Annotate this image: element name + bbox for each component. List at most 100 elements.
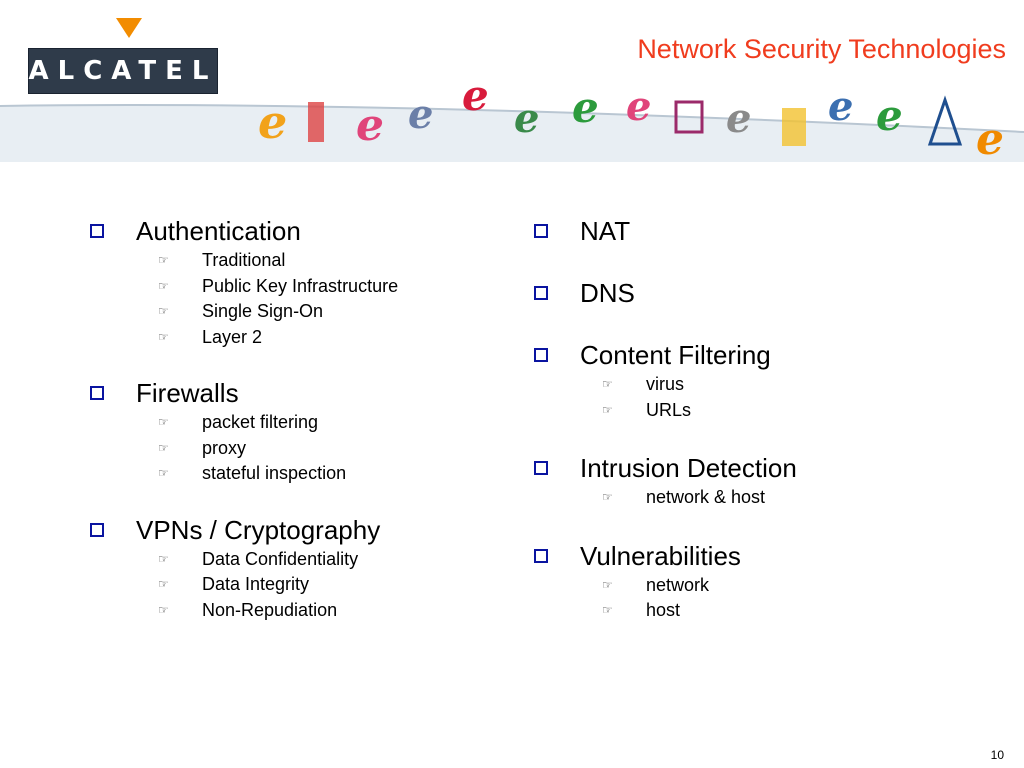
- sub-item-label: network: [646, 574, 710, 595]
- alcatel-logo: ALCATEL: [28, 18, 218, 94]
- left-column: Authentication ☞ Traditional ☞ Public Key …: [88, 214, 488, 649]
- sub-item-label: packet filtering: [202, 412, 319, 432]
- svg-text:e: e: [356, 100, 384, 151]
- pointing-hand-icon: ☞: [602, 603, 613, 617]
- e-character-banner: e e e e e e e e e e e: [0, 71, 1024, 162]
- pointing-hand-icon: ☞: [602, 402, 613, 417]
- list-item: ☞ host: [602, 598, 1012, 624]
- bullet-group: NAT: [532, 214, 1012, 248]
- list-item: ☞ proxy: [158, 436, 488, 462]
- page-title: Network Security Technologies: [637, 34, 1006, 64]
- pointing-hand-icon: ☞: [602, 377, 613, 391]
- sub-item-label: Layer 2: [202, 326, 263, 347]
- pointing-hand-icon: ☞: [158, 415, 169, 429]
- checkbox-bullet-icon: [534, 348, 548, 362]
- svg-text:e: e: [258, 95, 287, 149]
- bullet-group: VPNs / Cryptography ☞ Data Confidentialit…: [88, 513, 488, 624]
- sub-item-label: proxy: [202, 437, 247, 458]
- bullet-group: DNS: [532, 276, 1012, 310]
- svg-text:e: e: [408, 91, 433, 138]
- page-number: 10: [990, 748, 1004, 762]
- svg-text:e: e: [976, 114, 1004, 162]
- sub-item-label: virus: [646, 374, 685, 394]
- sub-list: ☞Traditional ☞Public Key Infrastructure …: [88, 248, 488, 350]
- bullet-item: DNS: [532, 276, 1012, 310]
- list-item: ☞ URLs: [602, 398, 1012, 424]
- sub-list: ☞ virus ☞ URLs: [532, 372, 1012, 423]
- pointing-hand-icon: ☞: [602, 490, 613, 504]
- bullet-label: Vulnerabilities: [580, 540, 741, 571]
- list-item: ☞ Non-Repudiation: [158, 598, 488, 624]
- pointing-hand-icon: ☞: [158, 551, 169, 566]
- pointing-hand-icon: ☞: [158, 602, 169, 617]
- svg-text:e: e: [462, 71, 489, 120]
- sub-item-label: Non-Repudiation: [202, 599, 338, 620]
- list-item: ☞Data Integrity: [158, 572, 488, 598]
- bullet-item: Authentication: [88, 214, 488, 248]
- list-item: ☞ virus: [602, 372, 1012, 398]
- list-item: ☞ Single Sign-On: [158, 299, 488, 325]
- sub-item-label: Public Key Infrastructure: [202, 275, 399, 296]
- svg-text:e: e: [514, 95, 539, 142]
- bullet-group: Firewalls ☞ packet filtering ☞ proxy ☞ stat…: [88, 376, 488, 487]
- checkbox-bullet-icon: [534, 461, 548, 475]
- list-item: ☞ stateful inspection: [158, 461, 488, 487]
- sub-item-label: Data Confidentiality: [202, 548, 359, 569]
- sub-list: ☞ network ☞ host: [532, 573, 1012, 624]
- bullet-item: NAT: [532, 214, 1012, 248]
- svg-text:e: e: [726, 95, 751, 142]
- list-item: ☞ packet filtering: [158, 410, 488, 436]
- pointing-hand-icon: ☞: [158, 466, 169, 480]
- bullet-label: NAT: [580, 216, 631, 246]
- pointing-hand-icon: ☞: [158, 577, 169, 591]
- pointing-hand-icon: ☞: [602, 577, 613, 592]
- list-item: ☞ Public Key Infrastructure: [158, 274, 488, 300]
- bullet-item: Vulnerabilities: [532, 539, 1012, 573]
- sub-item-label: Single Sign-On: [202, 301, 324, 321]
- bullet-item: Firewalls: [88, 376, 488, 410]
- checkbox-bullet-icon: [534, 548, 548, 563]
- svg-text:e: e: [572, 83, 599, 132]
- sub-item-label: network & host: [646, 487, 766, 507]
- bullet-label: Firewalls: [136, 378, 239, 408]
- pointing-hand-icon: ☞: [158, 440, 169, 455]
- bullet-item: Content Filtering: [532, 338, 1012, 372]
- bullet-group: Intrusion Detection ☞ network & host: [532, 451, 1012, 511]
- sub-item-label: stateful inspection: [202, 463, 347, 483]
- list-item: ☞ Data Confidentiality: [158, 547, 488, 573]
- pointing-hand-icon: ☞: [158, 278, 169, 293]
- bullet-group: Vulnerabilities ☞ network ☞ host: [532, 539, 1012, 624]
- logo-text: ALCATEL: [28, 56, 218, 86]
- bullet-label: Authentication: [136, 216, 301, 246]
- sub-list: ☞ packet filtering ☞ proxy ☞ stateful inspe…: [88, 410, 488, 487]
- bullet-item: Intrusion Detection: [532, 451, 1012, 485]
- list-item: ☞ Traditional: [158, 248, 488, 274]
- pointing-hand-icon: ☞: [158, 304, 169, 318]
- checkbox-bullet-icon: [90, 224, 104, 238]
- list-item: ☞ Layer 2: [158, 325, 488, 351]
- checkbox-bullet-icon: [534, 224, 548, 238]
- checkbox-bullet-icon: [90, 386, 104, 400]
- svg-text:e: e: [876, 91, 903, 140]
- sub-item-label: Traditional: [202, 250, 286, 270]
- bullet-group: Authentication ☞ Traditional ☞ Public Key …: [88, 214, 488, 350]
- sub-list: ☞ network & host: [532, 485, 1012, 511]
- checkbox-bullet-icon: [90, 522, 104, 537]
- list-item: ☞ network: [602, 573, 1012, 599]
- bullet-label: VPNs / Cryptography: [136, 514, 381, 545]
- bullet-label: Intrusion Detection: [580, 453, 797, 483]
- svg-text:e: e: [626, 83, 651, 130]
- right-column: NAT DNS Content Filtering ☞ virus ☞ URLs I…: [532, 214, 1012, 652]
- list-item: ☞ network & host: [602, 485, 1012, 511]
- bullet-label: Content Filtering: [580, 340, 771, 370]
- sub-list: ☞ Data Confidentiality ☞Data Integrity ☞ N…: [88, 547, 488, 624]
- sub-item-label: host: [646, 600, 681, 620]
- pointing-hand-icon: ☞: [158, 253, 169, 267]
- bullet-group: Content Filtering ☞ virus ☞ URLs: [532, 338, 1012, 423]
- sub-item-label: URLs: [646, 399, 692, 420]
- pointing-hand-icon: ☞: [158, 329, 169, 344]
- svg-text:e: e: [828, 83, 853, 130]
- checkbox-bullet-icon: [534, 286, 548, 300]
- bullet-label: DNS: [580, 278, 635, 308]
- bullet-item: VPNs / Cryptography: [88, 513, 488, 547]
